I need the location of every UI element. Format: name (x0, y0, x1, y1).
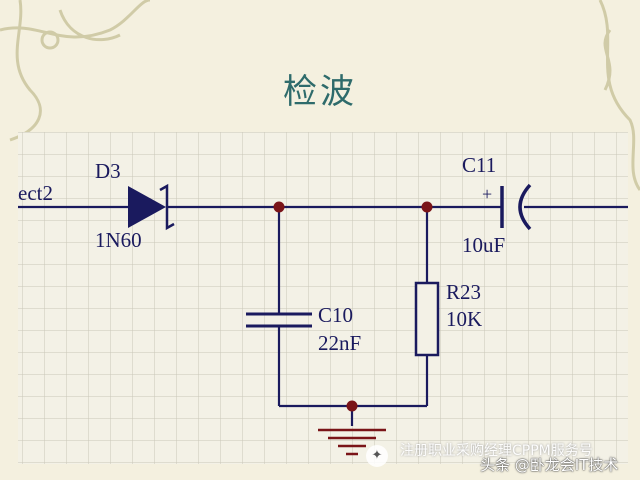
watermark-line2: 头条 @卧龙会IT技术 (480, 456, 619, 474)
watermark-line1: 注册职业采购经理CPPM服务号 (400, 443, 593, 459)
junction-dot (346, 400, 358, 412)
diode-value-label: 1N60 (95, 228, 142, 252)
resistor-r23 (414, 281, 440, 357)
floral-border-right (598, 0, 640, 191)
r23-value-label: 10K (446, 307, 482, 331)
r23-ref-label: R23 (446, 280, 481, 304)
junction-dot (273, 201, 285, 213)
c11-plus-sign: + (482, 184, 492, 204)
net-label: ect2 (18, 181, 53, 205)
capacitor-c10 (246, 312, 312, 328)
capacitor-c11 (500, 183, 532, 231)
diode-ref-label: D3 (95, 159, 121, 183)
c11-value-label: 10uF (462, 233, 505, 257)
junction-dots (273, 201, 433, 412)
diode-d3 (128, 183, 175, 231)
wechat-icon: ✦ (366, 445, 388, 467)
junction-dot (421, 201, 433, 213)
wires (18, 205, 628, 426)
ground-symbol (318, 428, 386, 456)
floral-border-top-left (0, 0, 151, 142)
c10-value-label: 22nF (318, 331, 361, 355)
watermark: ✦ 注册职业采购经理CPPM服务号 头条 @卧龙会IT技术 (360, 440, 632, 474)
slide-title: 检波 (283, 72, 357, 112)
c10-ref-label: C10 (318, 303, 353, 327)
c11-ref-label: C11 (462, 153, 496, 177)
